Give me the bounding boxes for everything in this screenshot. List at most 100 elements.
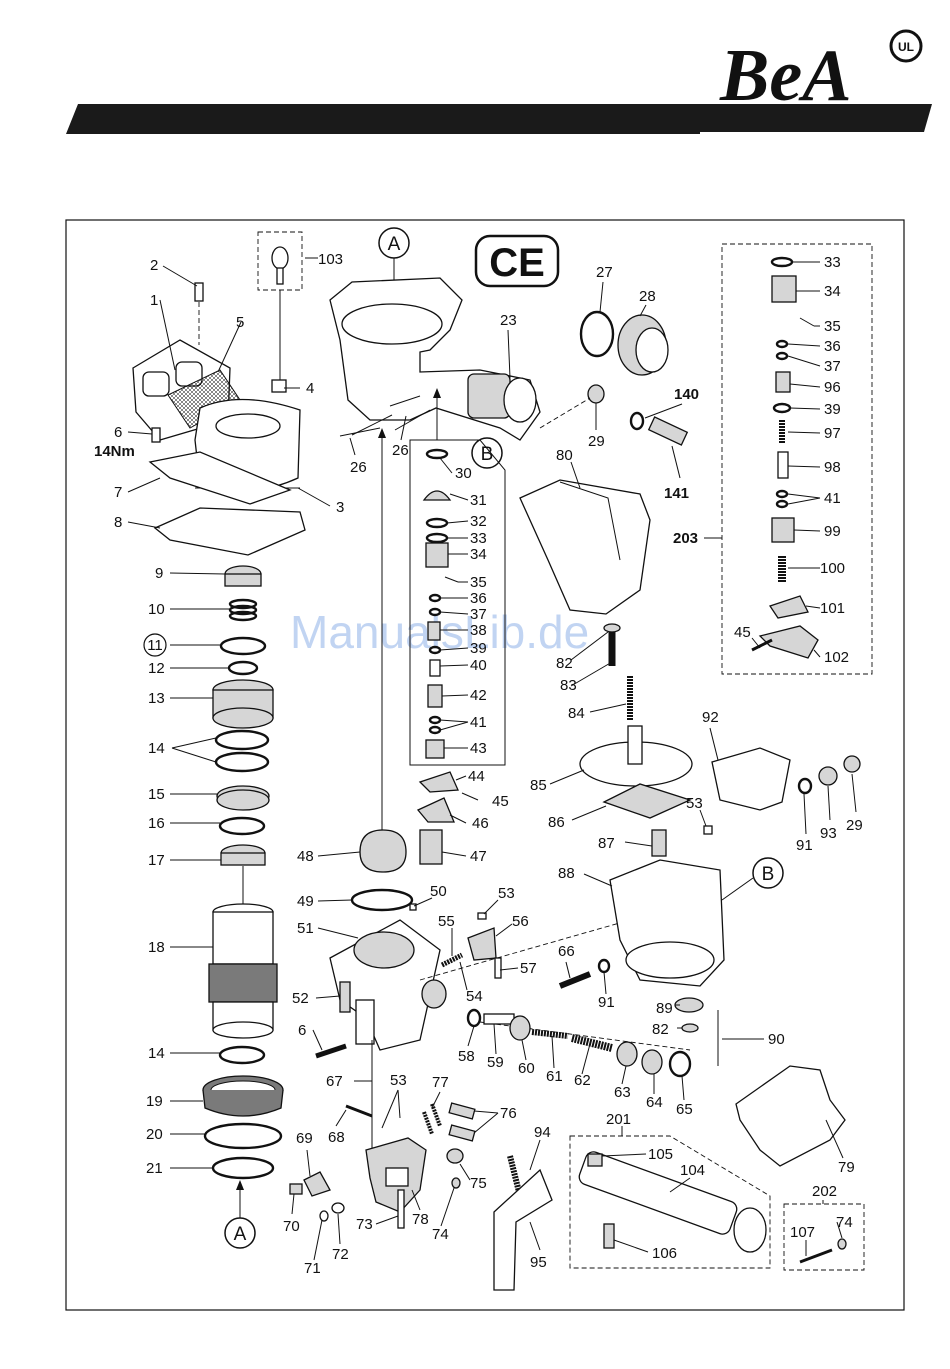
label-105: 105	[648, 1146, 673, 1163]
label-37: 37	[470, 606, 487, 623]
plug-29-top	[587, 384, 605, 404]
part-56	[467, 927, 497, 961]
label-37-b: 37	[824, 358, 841, 375]
valve-stack-203	[751, 256, 819, 659]
label-12: 12	[148, 660, 165, 677]
o-ring-27	[579, 310, 615, 358]
label-19: 19	[146, 1093, 163, 1110]
eye-bolt-box	[257, 231, 303, 393]
o-ring-16	[218, 816, 266, 836]
fitting-141	[647, 416, 689, 446]
label-91-lower: 91	[598, 994, 615, 1011]
plate-86	[602, 783, 692, 819]
label-62: 62	[574, 1072, 591, 1089]
piston-17	[220, 844, 266, 910]
label-85: 85	[530, 777, 547, 794]
guard-79	[735, 1065, 846, 1167]
magazine-cover-80	[519, 479, 651, 615]
o-ring-14-upper-b	[214, 751, 270, 773]
o-ring-49	[350, 888, 414, 912]
label-29-right: 29	[846, 817, 863, 834]
label-16: 16	[148, 815, 165, 832]
label-40: 40	[470, 657, 487, 674]
label-36-b: 36	[824, 338, 841, 355]
label-58: 58	[458, 1048, 475, 1065]
handle-group-box	[569, 1135, 771, 1269]
label-3: 3	[336, 499, 344, 516]
label-65: 65	[676, 1101, 693, 1118]
o-ring-14-upper-a	[214, 729, 270, 751]
part-60	[509, 1015, 531, 1041]
housing-23	[329, 277, 541, 441]
part-69	[303, 1171, 331, 1197]
label-89: 89	[656, 1000, 673, 1017]
part-labels: 2 1 5 6 14Nm 7 8 3 4 103 9 10 11 12 13 1…	[94, 251, 863, 1277]
label-14-upper: 14	[148, 740, 165, 757]
label-38: 38	[470, 622, 487, 639]
label-9: 9	[155, 565, 163, 582]
o-ring-20	[203, 1122, 283, 1150]
label-96: 96	[824, 379, 841, 396]
washer-72	[331, 1202, 345, 1214]
cylinder-18	[208, 903, 278, 1039]
springs-77	[422, 1103, 442, 1135]
header-band	[66, 104, 700, 134]
label-66: 66	[558, 943, 575, 960]
pin-68	[345, 1104, 373, 1118]
label-52: 52	[292, 990, 309, 1007]
label-28: 28	[639, 288, 656, 305]
label-100: 100	[820, 560, 845, 577]
part-82-upper	[603, 623, 621, 633]
label-26-left: 26	[350, 459, 367, 476]
label-92: 92	[702, 709, 719, 726]
nut-74-b	[837, 1238, 847, 1250]
label-103: 103	[318, 251, 343, 268]
label-202: 202	[812, 1183, 837, 1200]
label-90: 90	[768, 1031, 785, 1048]
part-64	[641, 1049, 663, 1075]
part-46	[416, 797, 455, 823]
part-105	[587, 1153, 603, 1167]
label-21: 21	[146, 1160, 163, 1177]
marker-a-top: A	[378, 227, 410, 310]
label-20: 20	[146, 1126, 163, 1143]
label-35: 35	[470, 574, 487, 591]
label-79: 79	[838, 1159, 855, 1176]
label-8: 8	[114, 514, 122, 531]
nose-body-51	[329, 919, 447, 1051]
valve-stack	[422, 448, 459, 759]
label-80: 80	[556, 447, 573, 464]
lever-95	[493, 1168, 553, 1291]
label-47: 47	[470, 848, 487, 865]
ce-mark-text: CE	[489, 241, 545, 285]
label-68: 68	[328, 1129, 345, 1146]
label-1: 1	[150, 292, 158, 309]
o-ring-140	[629, 411, 645, 431]
label-39: 39	[470, 640, 487, 657]
label-99: 99	[824, 523, 841, 540]
part-53-right	[703, 825, 713, 835]
svg-text:B: B	[762, 864, 775, 885]
spring-10	[228, 598, 258, 622]
label-33: 33	[470, 530, 487, 547]
part-75	[446, 1148, 464, 1164]
label-64: 64	[646, 1094, 663, 1111]
group-203-box	[721, 243, 873, 675]
pin-73	[397, 1189, 405, 1229]
label-23: 23	[500, 312, 517, 329]
label-11: 11	[147, 637, 163, 654]
leader-lines	[127, 257, 857, 1261]
marker-b-middle: B	[471, 437, 503, 469]
group-202-box	[783, 1203, 865, 1271]
label-34: 34	[470, 546, 487, 563]
label-63: 63	[614, 1084, 631, 1101]
magazine-88	[609, 859, 725, 987]
label-43: 43	[470, 740, 487, 757]
label-91-upper: 91	[796, 837, 813, 854]
label-36: 36	[470, 590, 487, 607]
label-35-b: 35	[824, 318, 841, 335]
bolt-52	[339, 981, 351, 1013]
label-106: 106	[652, 1245, 677, 1262]
label-98: 98	[824, 459, 841, 476]
